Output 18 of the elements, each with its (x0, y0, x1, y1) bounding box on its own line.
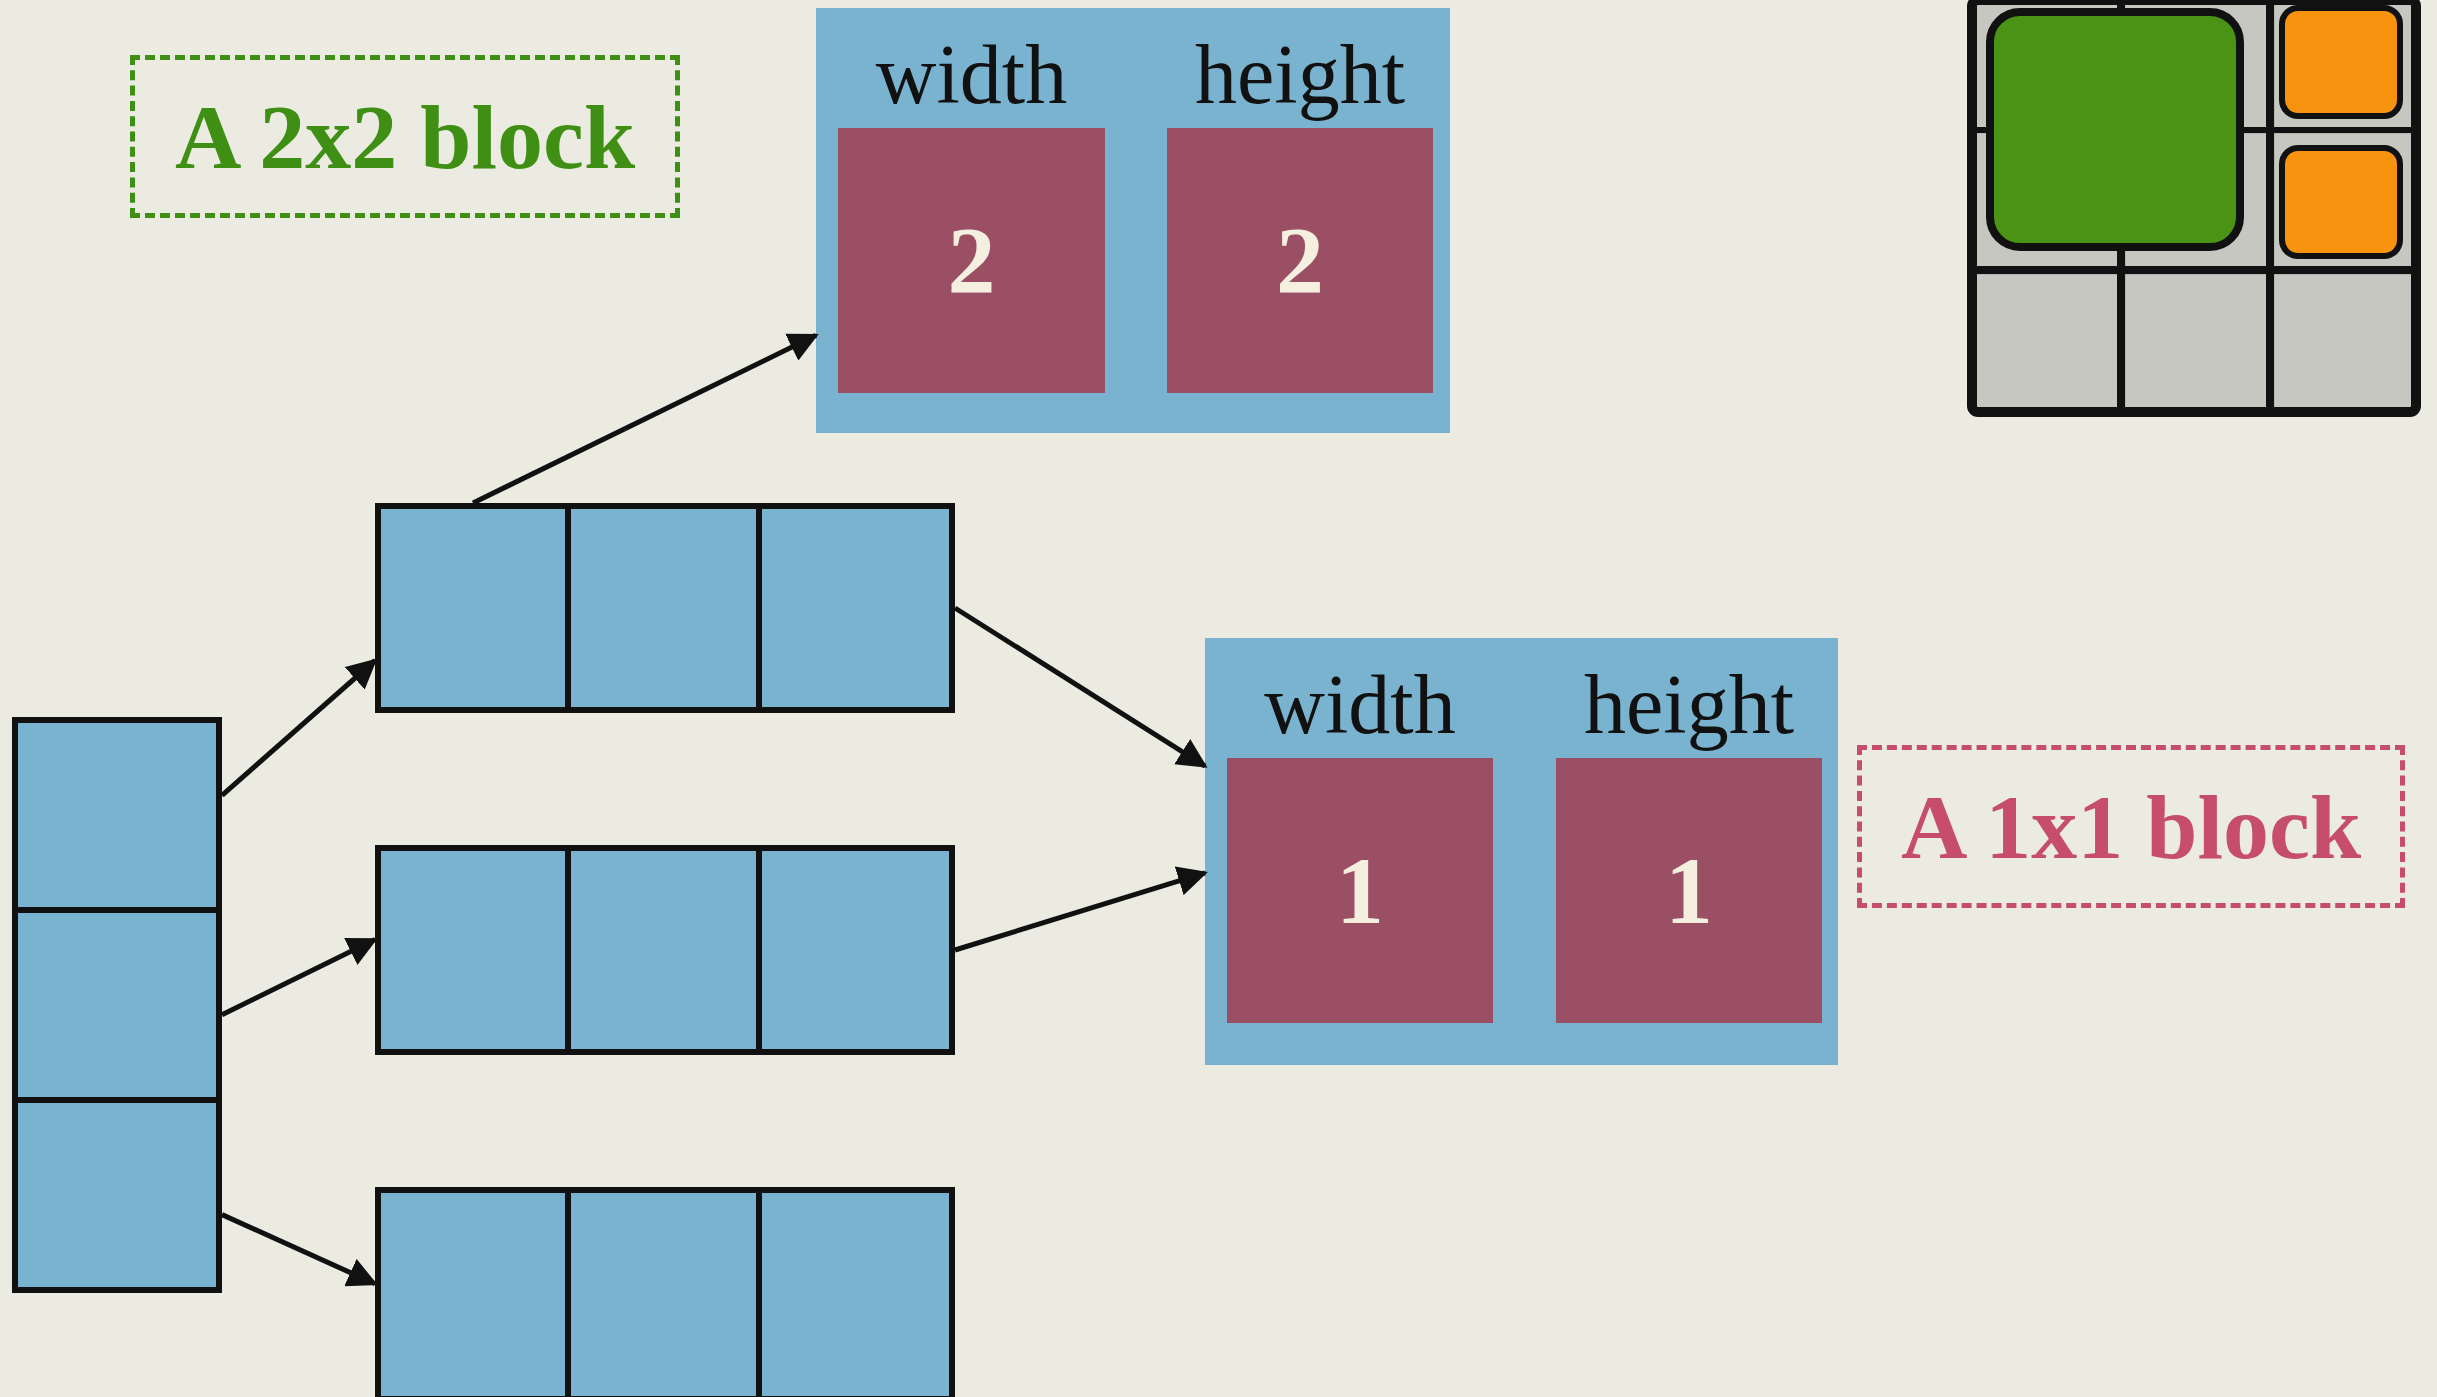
arrow (220, 1212, 378, 1287)
field-value: 1 (1336, 836, 1384, 946)
field-name: height (1583, 657, 1795, 753)
field-value: 2 (1276, 206, 1324, 316)
arrow (953, 605, 1208, 769)
block-label: A 2x2 block (130, 55, 680, 218)
struct-box (1205, 638, 1838, 1065)
arrow (220, 937, 378, 1018)
arrow (471, 333, 819, 506)
block-label: A 1x1 block (1857, 745, 2405, 908)
field-value: 1 (1665, 836, 1713, 946)
arrow (220, 658, 378, 798)
field-name: height (1194, 27, 1406, 123)
field-value: 2 (947, 206, 996, 316)
arrow (954, 866, 1208, 953)
field-name: width (874, 27, 1069, 123)
struct-box (816, 8, 1450, 433)
field-name: width (1263, 657, 1457, 753)
